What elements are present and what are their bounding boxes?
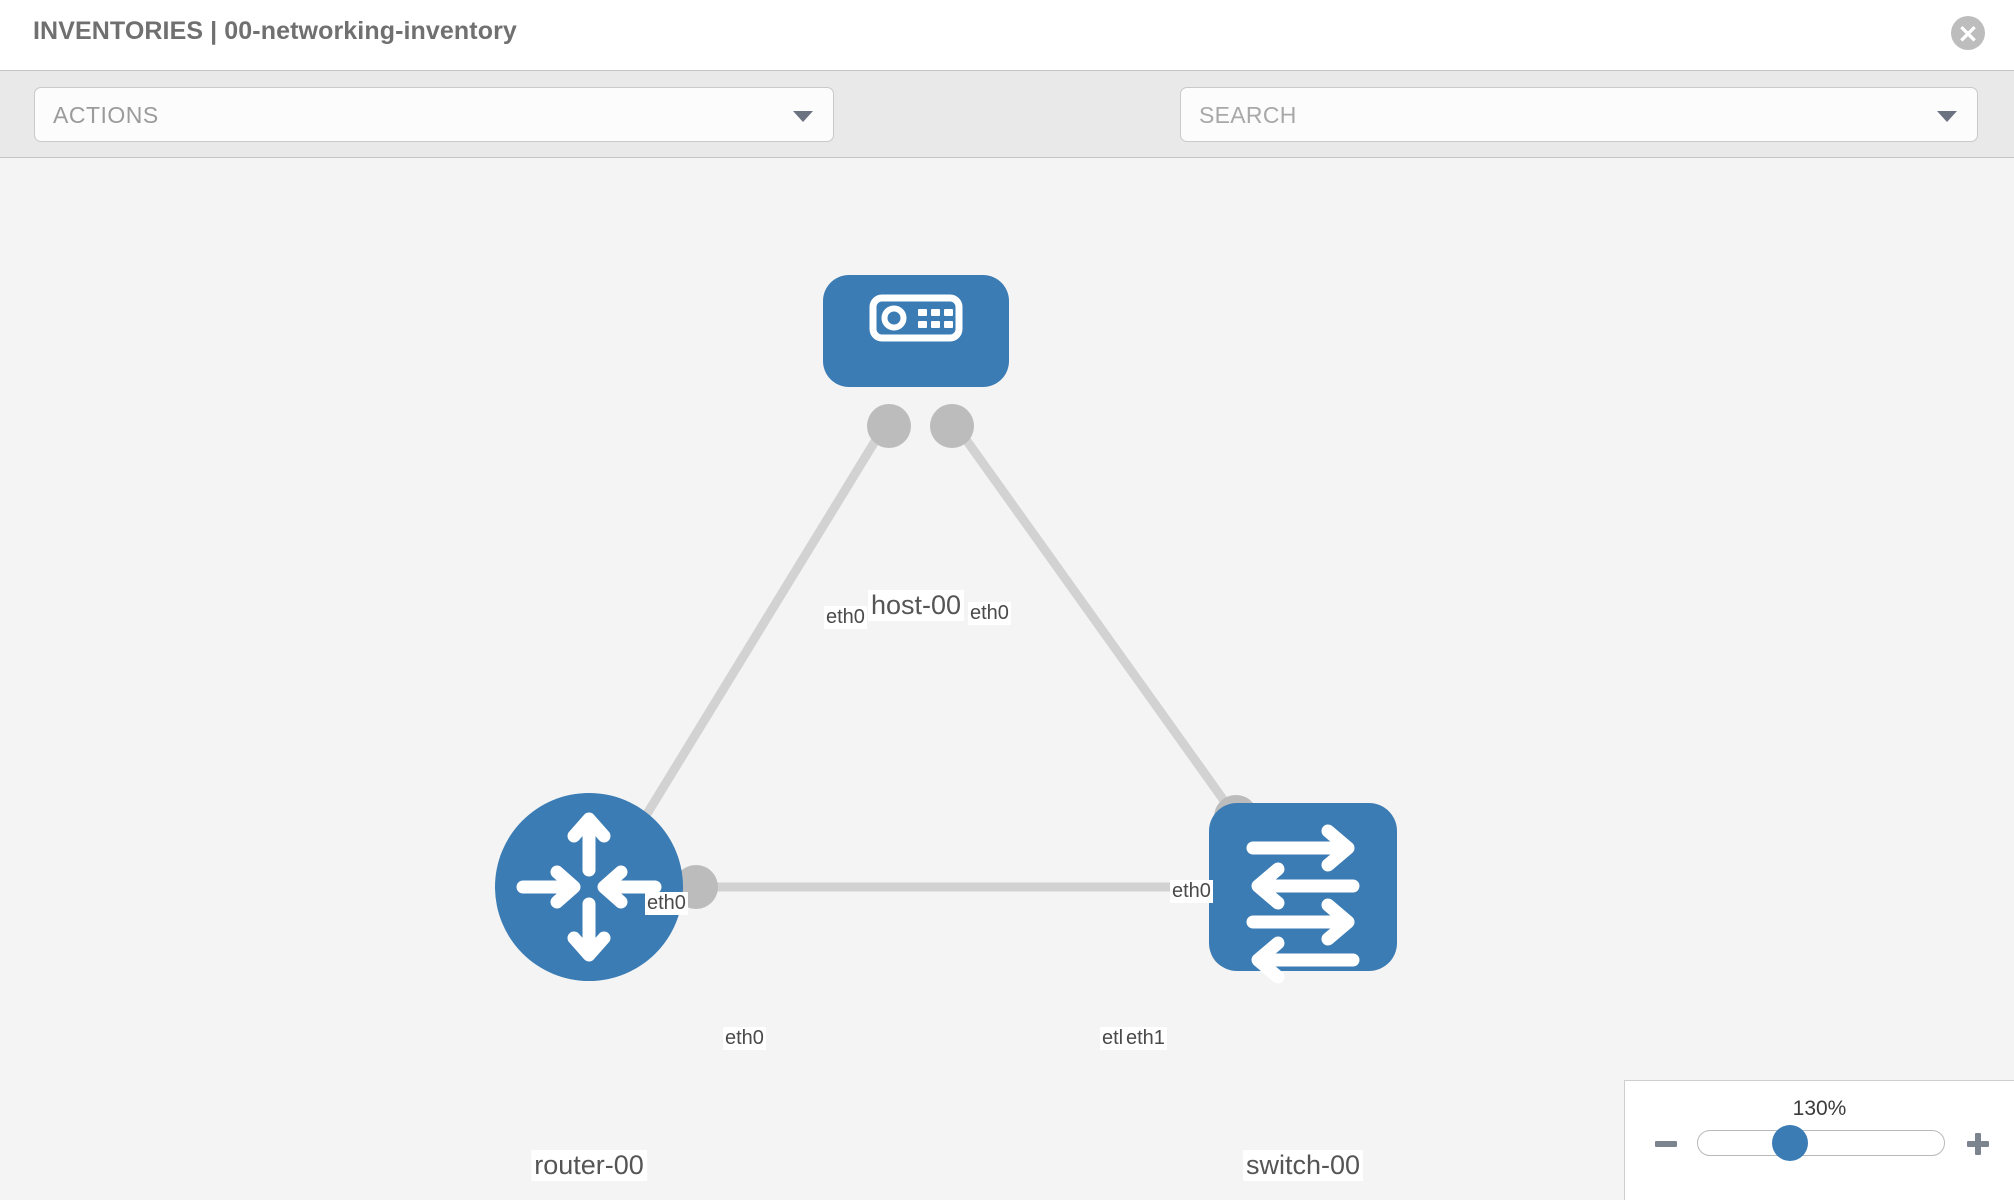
server-icon (869, 294, 963, 342)
link-host00-switch00 (948, 417, 1269, 861)
node-switch-00[interactable] (1209, 803, 1397, 984)
edge-label-host00-eth0-left: eth0 (824, 606, 867, 629)
edge-label-switch00-eth1: eth1 (1124, 1027, 1167, 1050)
node-router-00[interactable] (495, 793, 683, 981)
topology-links (616, 417, 1269, 892)
switch-arrows-icon (1246, 824, 1360, 984)
search-placeholder: SEARCH (1199, 102, 1297, 128)
actions-dropdown-label: ACTIONS (53, 102, 159, 128)
node-label-switch-00: switch-00 (1242, 1150, 1364, 1181)
topology-canvas[interactable]: host-00 router-00 switch-00 eth0 eth0 et… (0, 158, 2014, 1200)
zoom-slider-track[interactable] (1697, 1130, 1945, 1156)
toolbar: ACTIONS SEARCH (0, 70, 2014, 193)
edge-label-router00-uplink-eth0: eth0 (645, 892, 688, 915)
edge-label-router00-eth0: eth0 (723, 1027, 766, 1050)
node-label-router-00: router-00 (531, 1150, 647, 1181)
edge-label-host00-eth0-right: eth0 (968, 602, 1011, 625)
topology-graph (495, 275, 1397, 984)
actions-dropdown[interactable]: ACTIONS (34, 87, 834, 142)
connector-host00-eth0-right (930, 404, 974, 448)
zoom-level-value: 130% (1792, 1097, 1847, 1120)
zoom-control-panel: 130% (1624, 1080, 2014, 1200)
close-icon[interactable] (1951, 16, 1985, 50)
link-host00-router00 (616, 417, 892, 861)
plus-icon[interactable] (1967, 1133, 1989, 1155)
page-header: INVENTORIES | 00-networking-inventory (0, 0, 2014, 70)
chevron-down-icon (793, 111, 813, 122)
node-label-host-00: host-00 (867, 590, 965, 621)
edge-label-overlap-fragment: etl (1100, 1027, 1126, 1050)
search-chevron-down-icon[interactable] (1937, 111, 1957, 122)
router-arrows-icon (516, 812, 662, 962)
page-title: INVENTORIES | 00-networking-inventory (33, 17, 517, 45)
minus-icon[interactable] (1655, 1141, 1677, 1147)
edge-label-switch00-uplink-eth0: eth0 (1170, 880, 1213, 903)
search-input[interactable]: SEARCH (1180, 87, 1978, 142)
node-host-00[interactable] (823, 275, 1009, 387)
zoom-slider-thumb[interactable] (1772, 1125, 1808, 1161)
connector-host00-eth0-left (867, 404, 911, 448)
